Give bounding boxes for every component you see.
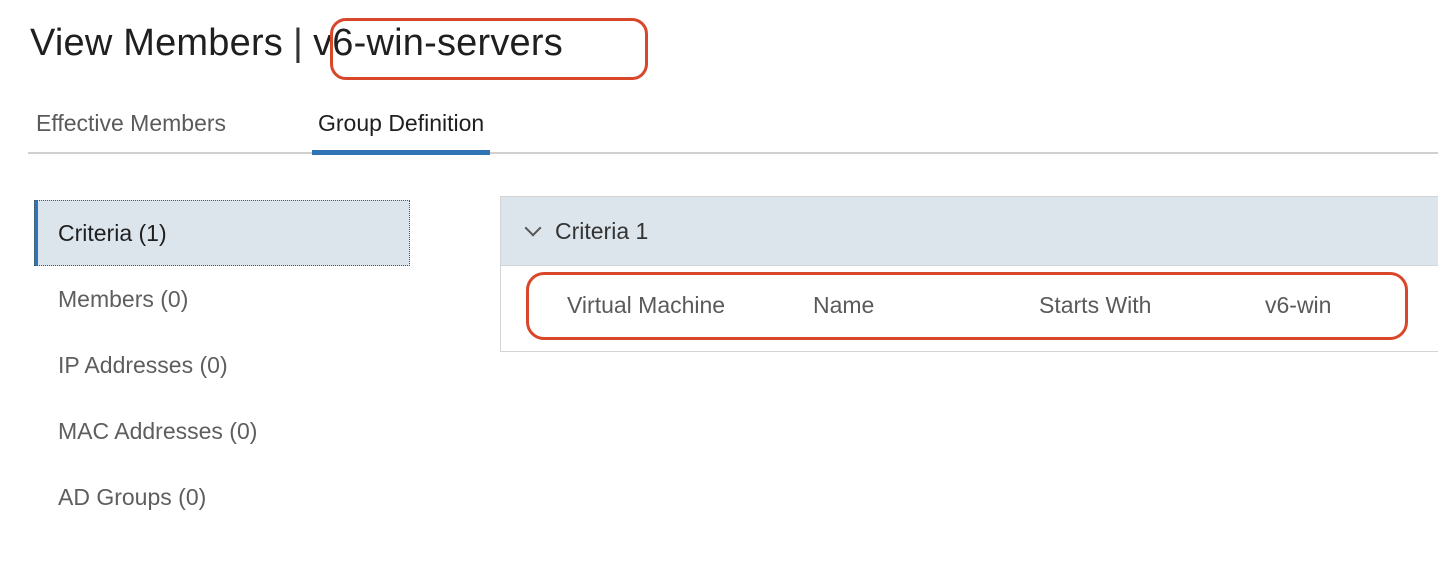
tab-effective-members[interactable]: Effective Members — [36, 110, 227, 136]
group-name: v6-win-servers — [313, 22, 563, 64]
page-title: View Members|v6-win-servers — [30, 22, 569, 65]
group-name-highlight — [330, 18, 648, 80]
sidebar-item-ad-groups[interactable]: AD Groups (0) — [58, 484, 207, 510]
criteria-row: Virtual Machine Name Starts With v6-win — [501, 266, 1438, 352]
sidebar-item-ip-addresses[interactable]: IP Addresses (0) — [58, 352, 228, 378]
sidebar-item-members[interactable]: Members (0) — [58, 286, 189, 312]
title-separator: | — [293, 22, 304, 64]
criteria-operator: Starts With — [1039, 292, 1152, 318]
chevron-down-icon[interactable] — [524, 219, 542, 237]
criteria-row-highlight — [526, 272, 1408, 340]
criteria-header-label: Criteria 1 — [555, 217, 649, 244]
definition-sidebar: Criteria (1) Members (0) IP Addresses (0… — [34, 200, 410, 530]
criteria-header[interactable]: Criteria 1 — [501, 197, 1438, 266]
page-title-prefix: View Members — [30, 22, 283, 64]
sidebar-item-criteria[interactable]: Criteria (1) — [34, 200, 410, 266]
sidebar-item-mac-addresses[interactable]: MAC Addresses (0) — [58, 418, 258, 444]
criteria-value: v6-win — [1265, 292, 1332, 318]
criteria-property: Name — [813, 292, 875, 318]
tab-group-definition[interactable]: Group Definition — [312, 110, 491, 155]
tab-bar: Effective Members Group Definition — [28, 100, 1438, 155]
criteria-member-type: Virtual Machine — [567, 292, 726, 318]
